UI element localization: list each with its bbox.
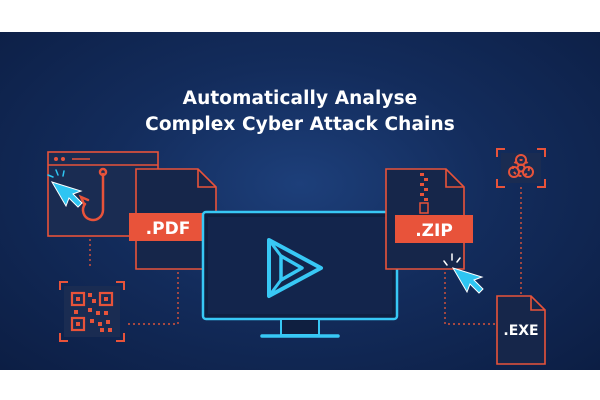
pdf-label: .PDF [146, 219, 191, 239]
cursor-pointer-icon [47, 169, 83, 208]
exe-document: .EXE [496, 295, 546, 365]
hero-banner: Automatically Analyse Complex Cyber Atta… [0, 32, 600, 370]
pdf-document: .PDF [129, 168, 217, 270]
exe-label: .EXE [503, 323, 538, 339]
zip-label-banner [395, 215, 473, 243]
qr-code-icon [59, 281, 125, 342]
zip-document: .ZIP [385, 168, 484, 294]
play-logo-icon [267, 238, 323, 298]
cursor-pointer-icon [443, 253, 484, 294]
monitor [201, 210, 399, 338]
attack-chain-illustration: .PDF [47, 148, 546, 365]
biohazard-icon [496, 148, 546, 188]
dotted-connectors [89, 187, 522, 325]
pdf-label-banner [129, 213, 207, 241]
headline-line-1: Automatically Analyse [182, 88, 418, 109]
headline-line-2: Complex Cyber Attack Chains [145, 114, 455, 135]
fishhook-icon [78, 167, 108, 222]
zipper-icon [419, 173, 429, 214]
zip-label: .ZIP [415, 221, 453, 241]
